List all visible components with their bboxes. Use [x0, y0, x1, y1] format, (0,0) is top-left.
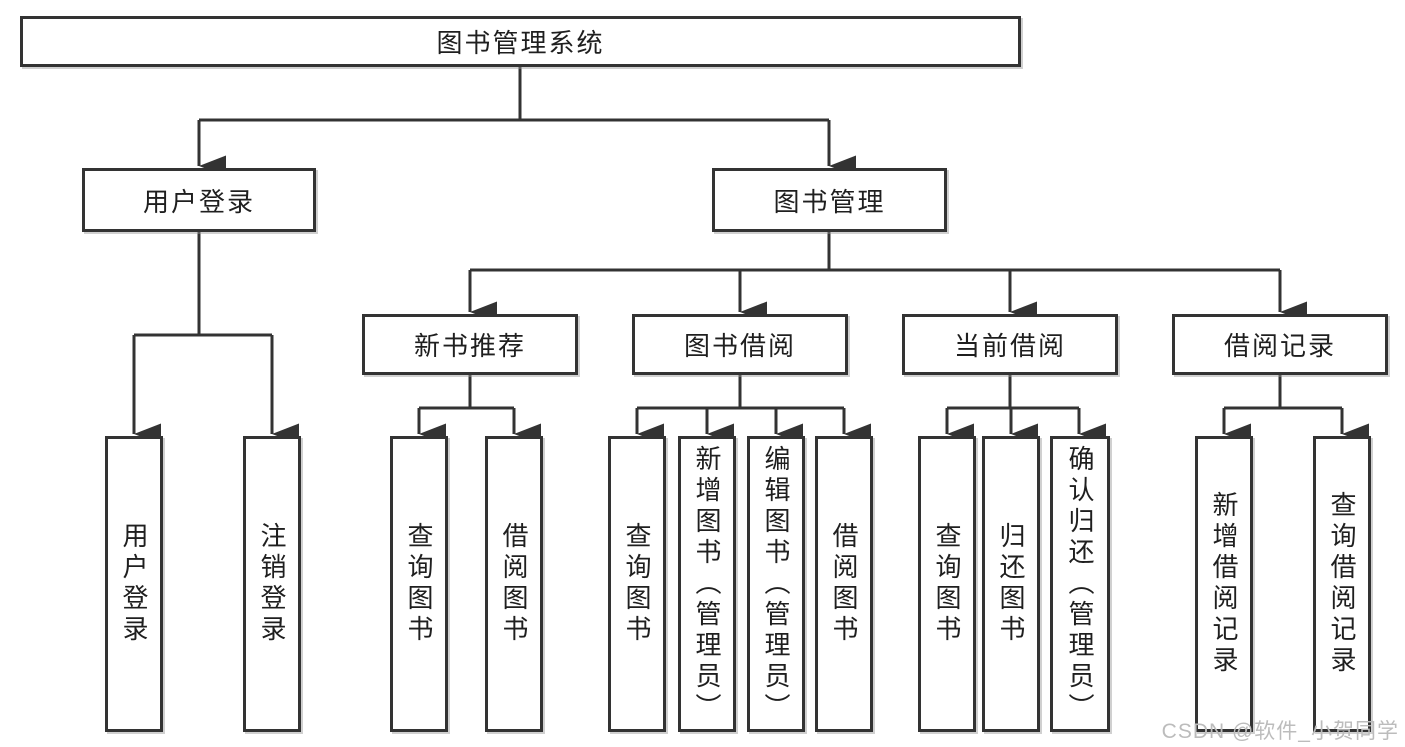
leaf-add-borrow-record-label: 新增借阅记录 — [1209, 491, 1239, 677]
connector-book-borrowing-trunk — [637, 375, 844, 410]
connector-new-book-trunk — [419, 375, 514, 410]
connector-book-management-trunk — [470, 232, 1280, 272]
node-system: 图书管理系统 — [20, 16, 1021, 67]
leaf-confirm-return-admin-label: 确认归还（管理员） — [1065, 444, 1095, 724]
node-current-borrowing: 当前借阅 — [902, 314, 1118, 375]
connector-user-login-trunk — [134, 232, 272, 337]
leaf-return-books: 归还图书 — [982, 436, 1040, 732]
node-book-management: 图书管理 — [712, 168, 947, 232]
leaf-borrow-books-2-label: 借阅图书 — [829, 522, 859, 646]
leaf-query-borrow-record-label: 查询借阅记录 — [1327, 491, 1357, 677]
node-new-book-recommend: 新书推荐 — [362, 314, 578, 375]
node-user-login-label: 用户登录 — [142, 186, 255, 217]
leaf-user-login-label: 用户登录 — [119, 522, 149, 646]
connector-current-borrowing-trunk — [947, 375, 1079, 410]
leaf-query-books-2-label: 查询图书 — [622, 522, 652, 646]
node-borrowing-records-label: 借阅记录 — [1223, 331, 1336, 361]
node-book-borrowing: 图书借阅 — [632, 314, 848, 375]
leaf-add-books-admin-label: 新增图书（管理员） — [692, 444, 722, 724]
leaf-query-books-2: 查询图书 — [608, 436, 666, 732]
leaf-user-login: 用户登录 — [105, 436, 163, 732]
node-book-management-label: 图书管理 — [773, 186, 886, 217]
node-current-borrowing-label: 当前借阅 — [953, 331, 1066, 361]
leaf-borrow-books-1-label: 借阅图书 — [499, 522, 529, 646]
leaf-query-books-3: 查询图书 — [918, 436, 976, 732]
leaf-return-books-label: 归还图书 — [996, 522, 1026, 646]
node-borrowing-records: 借阅记录 — [1172, 314, 1388, 375]
connector-borrowing-records-trunk — [1224, 375, 1342, 410]
connector-root-trunk — [199, 67, 829, 122]
node-user-login: 用户登录 — [82, 168, 316, 232]
leaf-add-borrow-record: 新增借阅记录 — [1195, 436, 1253, 732]
leaf-confirm-return-admin: 确认归还（管理员） — [1050, 436, 1110, 732]
node-system-label: 图书管理系统 — [436, 28, 605, 58]
leaf-query-books-1: 查询图书 — [390, 436, 448, 732]
leaf-query-books-3-label: 查询图书 — [932, 522, 962, 646]
csdn-watermark: CSDN @软件_小贺同学 — [1161, 720, 1399, 743]
node-new-book-recommend-label: 新书推荐 — [413, 331, 526, 361]
leaf-logout: 注销登录 — [243, 436, 301, 732]
leaf-borrow-books-1: 借阅图书 — [485, 436, 543, 732]
leaf-query-borrow-record: 查询借阅记录 — [1313, 436, 1371, 732]
leaf-borrow-books-2: 借阅图书 — [815, 436, 873, 732]
leaf-logout-label: 注销登录 — [257, 522, 287, 646]
leaf-edit-books-admin-label: 编辑图书（管理员） — [761, 444, 791, 724]
leaf-query-books-1-label: 查询图书 — [404, 522, 434, 646]
node-book-borrowing-label: 图书借阅 — [683, 331, 796, 361]
leaf-edit-books-admin: 编辑图书（管理员） — [747, 436, 805, 732]
leaf-add-books-admin: 新增图书（管理员） — [678, 436, 736, 732]
